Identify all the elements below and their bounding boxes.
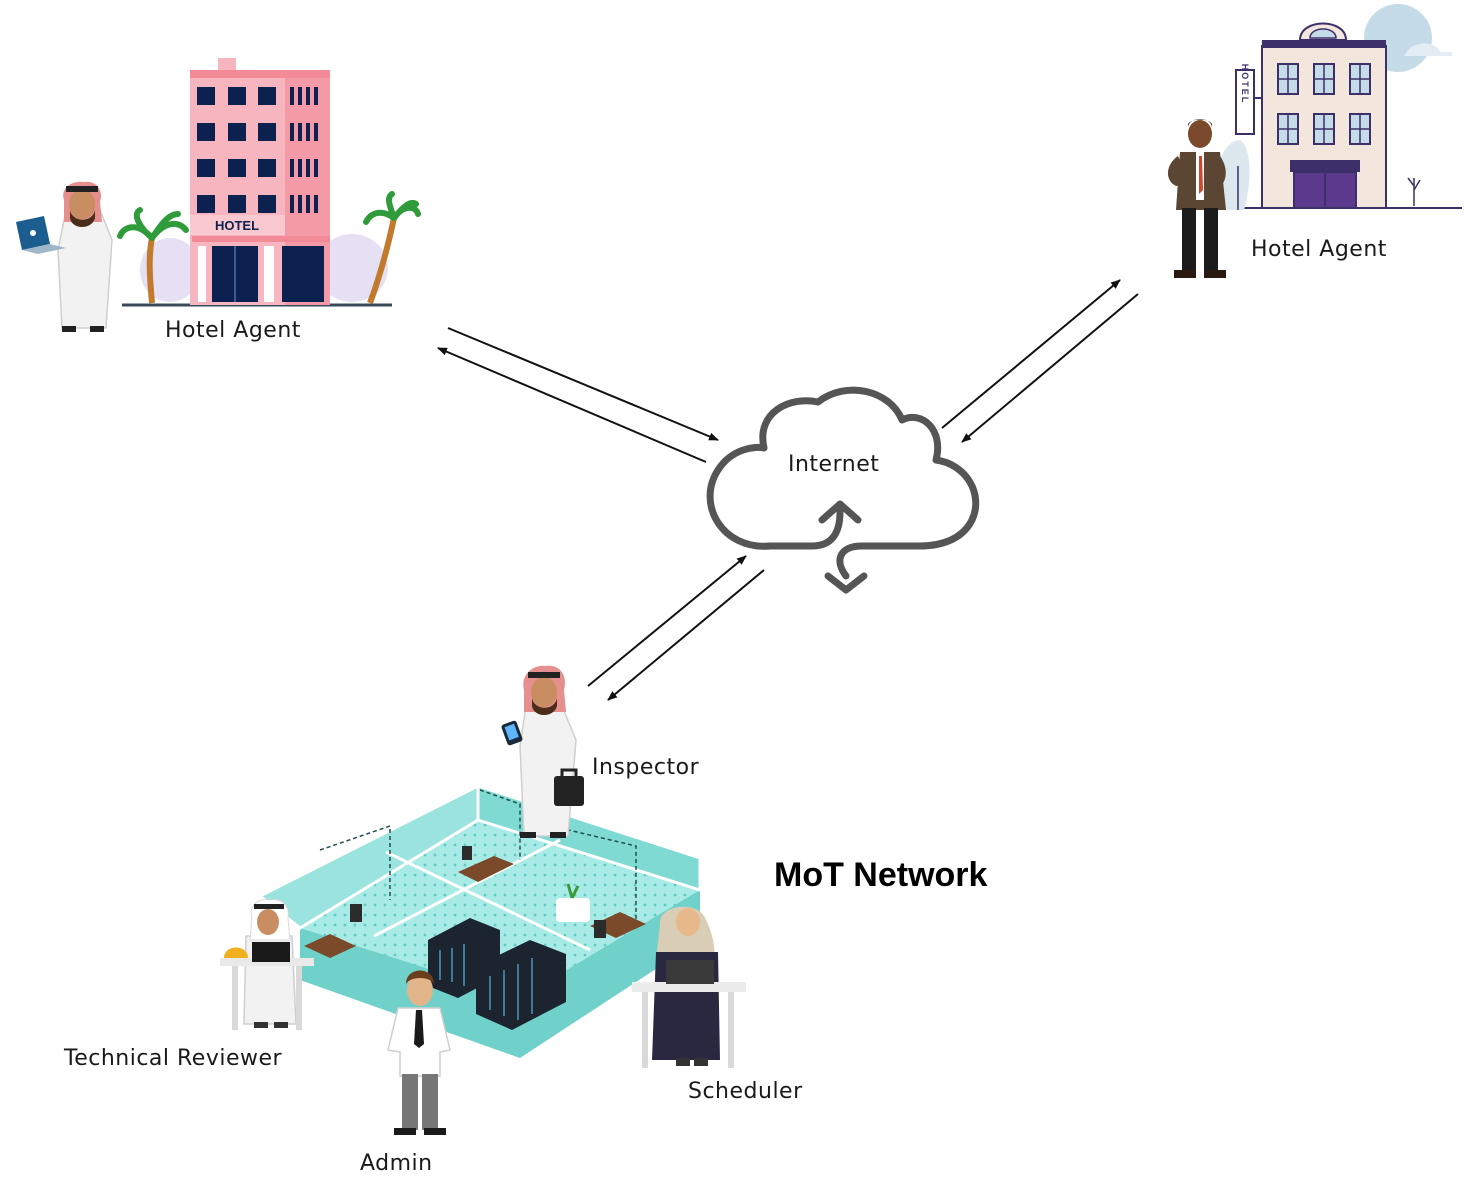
connection-arrows [437, 279, 1139, 701]
mot-office-floorplan [257, 783, 702, 1058]
hotel-building-left: HOTEL [122, 58, 392, 307]
internet-label: Internet [788, 452, 880, 477]
briefcase-icon [554, 768, 584, 806]
network-title: MoT Network [774, 856, 988, 894]
arrow-hotel-left-to-internet [447, 327, 719, 441]
arrow-internet-to-hotel-right [941, 279, 1121, 429]
hotel-agent-left-label: Hotel Agent [165, 318, 301, 343]
arrow-internet-to-hotel-left [437, 347, 707, 463]
hotel-agent-right-figure [1167, 119, 1226, 278]
hotel-building-right: HOTEL [1215, 4, 1462, 210]
arrow-network-to-internet [587, 555, 747, 687]
admin-label: Admin [360, 1151, 433, 1176]
arrow-hotel-right-to-internet [961, 293, 1139, 443]
laptop-icon [252, 942, 290, 962]
hotel-sign-right: HOTEL [1240, 64, 1250, 105]
hotel-sign-left: HOTEL [215, 218, 259, 233]
palm-tree-icon [117, 207, 189, 304]
technical-reviewer-label: Technical Reviewer [64, 1046, 283, 1071]
laptop-icon [16, 216, 66, 254]
scheduler-label: Scheduler [688, 1079, 803, 1104]
hotel-agent-right-label: Hotel Agent [1251, 237, 1387, 262]
hotel-agent-left-figure [57, 181, 113, 332]
inspector-figure [519, 665, 577, 838]
admin-figure [387, 970, 451, 1135]
internet-cloud-icon [706, 386, 980, 594]
arrow-internet-to-network [607, 569, 765, 701]
palm-tree-icon [363, 191, 421, 305]
hardhat-icon [224, 947, 248, 958]
laptop-icon [666, 960, 714, 984]
phone-icon [501, 720, 523, 746]
inspector-label: Inspector [592, 755, 700, 780]
